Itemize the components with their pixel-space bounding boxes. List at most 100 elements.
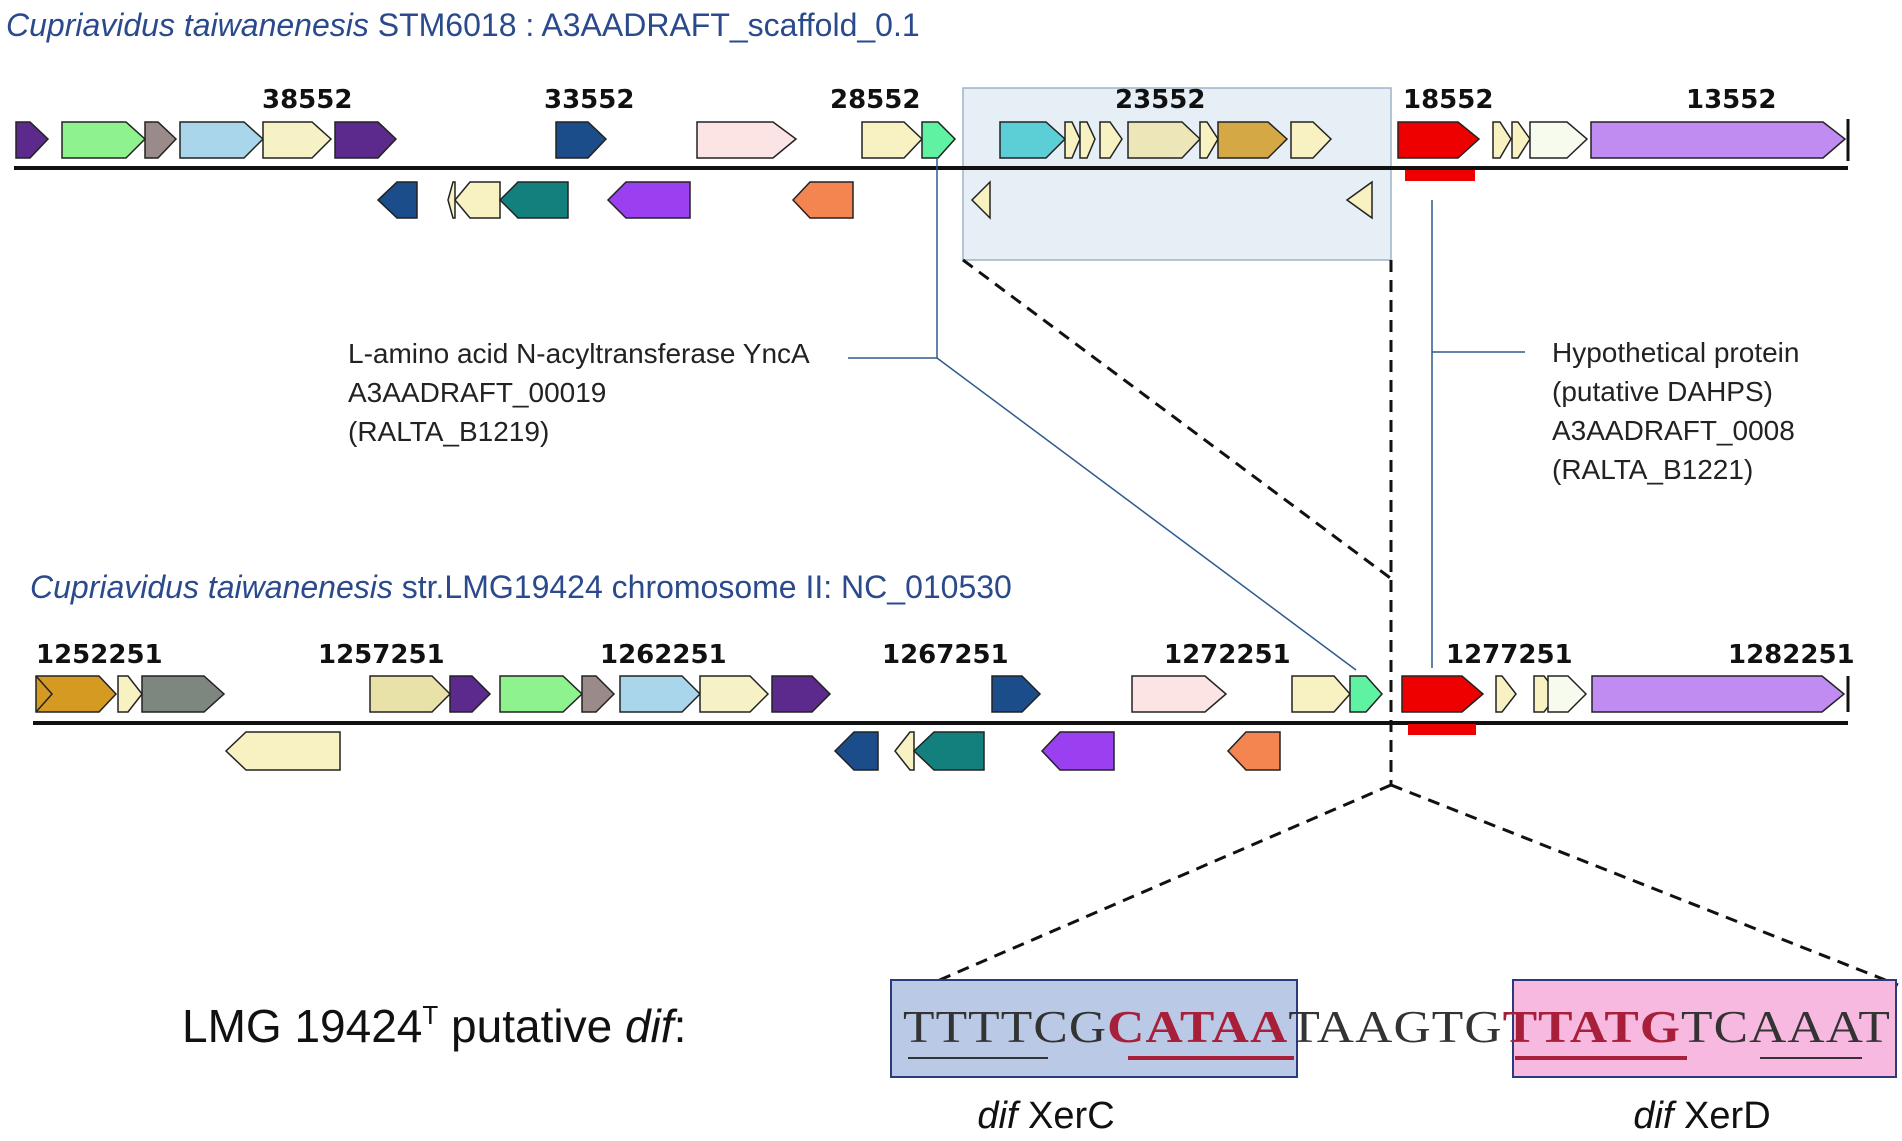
xerc-site-box (890, 979, 1298, 1078)
gene-arrow (771, 675, 832, 713)
gene-arrow (791, 181, 854, 219)
gene-arrow (999, 121, 1067, 159)
gene-arrow (912, 731, 985, 771)
top-gene-track: 38552 33552 28552 23552 18552 13552 (14, 85, 1850, 261)
gene-arrow (449, 675, 492, 713)
gene-arrow (334, 121, 398, 159)
sequence-segment: TAAGTG (1288, 1001, 1502, 1052)
gene-arrow (262, 121, 333, 159)
annotation-hypothetical-protein: Hypothetical protein (putative DAHPS) A3… (1552, 337, 1799, 485)
gene-arrow (1495, 675, 1517, 713)
bottom-position-label: 1252251 (36, 640, 163, 670)
xerd-binding-core: TTATG (1503, 1001, 1681, 1052)
top-position-label: 28552 (830, 85, 920, 115)
dif-label-italic: dif (625, 1000, 678, 1052)
gene-arrow (861, 121, 924, 159)
gene-arrow (555, 121, 608, 159)
chromosome-species: Cupriavidus taiwanenesis (30, 569, 393, 605)
sequence-segment: TTTTCG (903, 1001, 1107, 1052)
yncA-ortholog-link (936, 357, 1357, 671)
top-position-label: 38552 (262, 85, 352, 115)
chromosome-name: str.LMG19424 chromosome II: NC_010530 (393, 569, 1012, 605)
gene-arrow (581, 675, 616, 713)
gene-arrow (699, 675, 770, 713)
scaffold-name: STM6018 : A3AADRAFT_scaffold_0.1 (369, 7, 920, 43)
gene-arrow (1099, 121, 1123, 159)
xerc-caption-text: XerC (1018, 1095, 1115, 1137)
gene-arrow (144, 121, 178, 159)
strain-name: LMG 19424 (182, 1000, 422, 1052)
top-position-label: 13552 (1686, 85, 1776, 115)
xerc-caption: dif XerC (977, 1095, 1114, 1137)
gene-arrow (1131, 675, 1228, 713)
gene-arrow (894, 731, 915, 771)
gene-arrow (1591, 675, 1846, 713)
highlight-region-box (962, 87, 1392, 261)
gene-arrow (1345, 180, 1373, 220)
gene-arrow (1226, 731, 1281, 771)
annotation-line: (putative DAHPS) (1552, 376, 1773, 407)
gene-arrow (376, 181, 418, 219)
xerd-site-box (1512, 979, 1897, 1078)
sequence-segment: TCAAAT (1681, 1001, 1891, 1052)
sequence-zoom-dashed-line (1390, 783, 1899, 987)
gene-arrow (35, 675, 118, 713)
gene-arrow (833, 731, 879, 771)
xerd-caption-italic: dif (1633, 1095, 1677, 1137)
gene-arrow (1079, 121, 1096, 159)
gene-arrow (1217, 121, 1289, 159)
bottom-position-label: 1282251 (1728, 640, 1855, 670)
gene-arrow (1511, 121, 1531, 159)
scaffold-title: Cupriavidus taiwanenesis STM6018 : A3AAD… (6, 7, 920, 43)
gene-arrow (606, 181, 691, 219)
gene-arrow (498, 181, 569, 219)
gene-arrow (369, 675, 452, 713)
hypothetical-protein-marker (1405, 170, 1475, 181)
gene-arrow (970, 180, 991, 220)
gene-arrow (1492, 121, 1512, 159)
gene-arrow (447, 181, 456, 219)
bottom-gene-track: 1252251 1257251 1262251 1267251 1272251 … (33, 640, 1855, 771)
gene-arrow (1040, 731, 1115, 771)
xerd-caption-text: XerD (1674, 1095, 1771, 1137)
bottom-position-label: 1277251 (1446, 640, 1573, 670)
xerc-caption-italic: dif (977, 1095, 1021, 1137)
top-position-label: 33552 (544, 85, 634, 115)
annotation-line: Hypothetical protein (1552, 337, 1799, 368)
annotation-line: A3AADRAFT_00019 (348, 377, 606, 408)
gene-arrow (224, 731, 341, 771)
bottom-position-label: 1257251 (318, 640, 445, 670)
xerd-caption: dif XerD (1633, 1095, 1770, 1137)
dif-label: LMG 19424T putative dif: (182, 1000, 686, 1052)
gene-arrow-hypothetical-protein (1397, 121, 1481, 159)
annotation-line: (RALTA_B1219) (348, 416, 549, 447)
chromosome-title: Cupriavidus taiwanenesis str.LMG19424 ch… (30, 569, 1012, 605)
gene-arrow (1199, 121, 1219, 159)
bottom-position-label: 1272251 (1164, 640, 1291, 670)
gene-arrow (61, 121, 147, 159)
gene-arrow (1547, 675, 1588, 713)
xerc-binding-core: CATAA (1107, 1001, 1288, 1052)
bottom-position-label: 1267251 (882, 640, 1009, 670)
connector-lines (848, 158, 1899, 987)
gene-arrow (1529, 121, 1589, 159)
top-position-label: 23552 (1115, 85, 1205, 115)
annotation-line: A3AADRAFT_0008 (1552, 415, 1795, 446)
gene-arrow (1064, 121, 1081, 159)
gene-arrow (619, 675, 702, 713)
gene-arrow (179, 121, 265, 159)
top-position-label: 18552 (1403, 85, 1493, 115)
gene-arrow (1290, 121, 1333, 159)
gene-arrow-hypothetical-protein (1401, 675, 1485, 713)
gene-arrow (117, 675, 143, 713)
gene-arrow (1590, 121, 1847, 159)
gene-arrow (1127, 121, 1202, 159)
gene-arrow (141, 675, 226, 713)
gene-arrow (15, 121, 50, 159)
gene-arrow (991, 675, 1042, 713)
zoom-dashed-line (962, 258, 1394, 582)
annotation-line: L-amino acid N-acyltransferase YncA (348, 338, 810, 369)
